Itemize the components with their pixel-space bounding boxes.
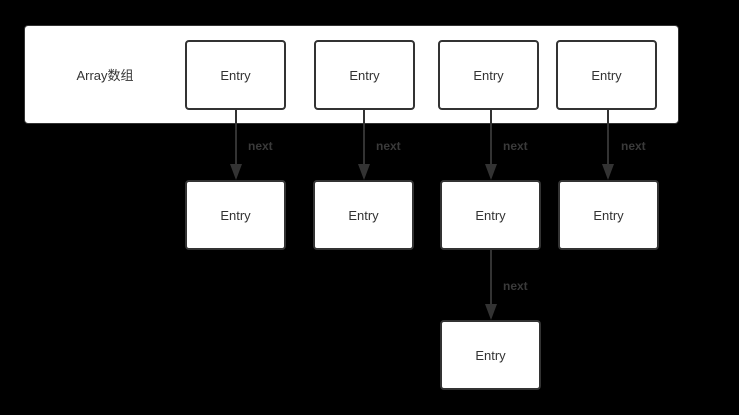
next-label-4: next xyxy=(621,139,646,153)
chain-entry-5: Entry xyxy=(440,320,541,390)
array-slot-entry-1: Entry xyxy=(185,40,286,110)
next-label-5: next xyxy=(503,279,528,293)
next-arrowhead-4 xyxy=(602,164,614,180)
next-label-2: next xyxy=(376,139,401,153)
chain-entry-1: Entry xyxy=(185,180,286,250)
next-arrowhead-1 xyxy=(230,164,242,180)
next-arrowhead-2 xyxy=(358,164,370,180)
array-label: Array数组 xyxy=(76,68,134,83)
chain-entry-3: Entry xyxy=(440,180,541,250)
next-arrowhead-5 xyxy=(485,304,497,320)
next-arrowhead-3 xyxy=(485,164,497,180)
next-label-1: next xyxy=(248,139,273,153)
next-label-3: next xyxy=(503,139,528,153)
array-slot-entry-4: Entry xyxy=(556,40,657,110)
chain-entry-4: Entry xyxy=(558,180,659,250)
chain-entry-2: Entry xyxy=(313,180,414,250)
array-slot-entry-2: Entry xyxy=(314,40,415,110)
array-slot-entry-3: Entry xyxy=(438,40,539,110)
